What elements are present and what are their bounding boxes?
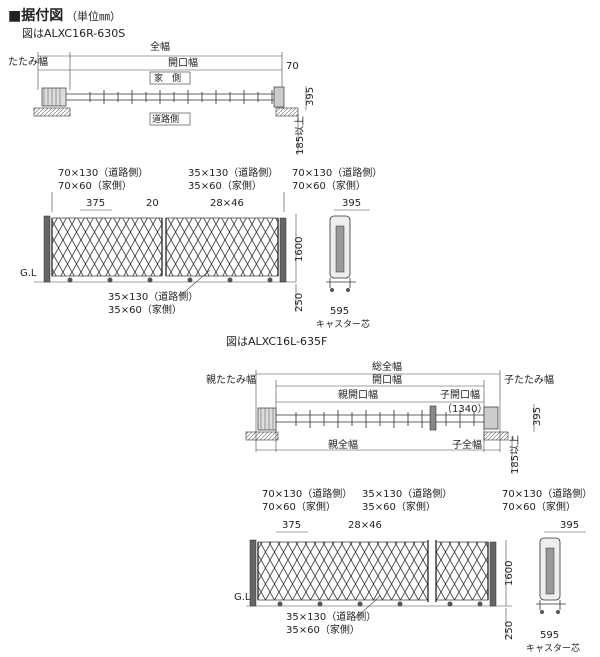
b-mid-road: 35×130（道路側）	[362, 487, 452, 500]
dim-soo-zen-haba: 総全幅	[372, 360, 402, 373]
dim-oya-kaiko: 親開口幅	[338, 388, 378, 401]
dim-ko-zen: 子全幅	[452, 438, 482, 451]
label-ie-gawa: 家 側	[154, 72, 181, 84]
page-title: ■据付図	[8, 7, 63, 24]
b-post1-house: 70×60（家側）	[262, 500, 336, 513]
dim-70: 70	[286, 61, 299, 72]
b-bottom-road: 35×130（道路側）	[286, 610, 376, 623]
dim-375: 375	[86, 198, 105, 209]
gl-label: G.L	[20, 268, 37, 279]
b-bottom-house: 35×60（家側）	[286, 623, 360, 636]
bottom-caption: 図はALXC16L-635F	[226, 335, 327, 348]
dim-20: 20	[146, 198, 159, 209]
dim-kaiko-haba-b: 開口幅	[372, 373, 402, 386]
b-post2-road: 70×130（道路側）	[502, 487, 592, 500]
side-595: 595	[330, 306, 349, 317]
bottom-house: 35×60（家側）	[108, 303, 182, 316]
top-plan-view: 全幅 たたみ幅 開口幅 70 家 側 道路側 395 185以上	[8, 40, 316, 155]
dim-zen-haba: 全幅	[150, 40, 170, 53]
dim-185: 185以上	[294, 116, 306, 155]
dim-1600: 1600	[294, 237, 305, 262]
dim-185-b: 185以上	[509, 435, 521, 474]
unit-label: （単位㎜）	[66, 9, 121, 23]
side-395: 395	[342, 198, 361, 209]
mid-road: 35×130（道路側）	[188, 166, 278, 179]
post1-house: 70×60（家側）	[58, 179, 132, 192]
bottom-elevation-view: 70×130（道路側） 70×60（家側） 35×130（道路側） 35×60（…	[234, 487, 592, 654]
dim-395-plan: 395	[305, 87, 316, 106]
bottom-road: 35×130（道路側）	[108, 290, 198, 303]
dim-395-plan-b: 395	[532, 407, 543, 426]
top-elevation-view: 70×130（道路側） 70×60（家側） 35×130（道路側） 35×60（…	[20, 166, 382, 330]
mid-house: 35×60（家側）	[188, 179, 262, 192]
b-post1-road: 70×130（道路側）	[262, 487, 352, 500]
dim-250: 250	[294, 293, 305, 312]
dim-tatami-haba: たたみ幅	[8, 55, 48, 68]
b-side-595: 595	[540, 630, 559, 641]
post2-house: 70×60（家側）	[292, 179, 366, 192]
top-caption: 図はALXC16R-630S	[22, 27, 125, 40]
dim-ko-kaiko: 子開口幅	[440, 388, 480, 401]
dim-28x46: 28×46	[210, 198, 244, 209]
b-side-395: 395	[560, 520, 579, 531]
dim-ko-tatami: 子たたみ幅	[504, 373, 554, 386]
post1-road: 70×130（道路側）	[58, 166, 148, 179]
dim-oya-zen: 親全幅	[328, 438, 358, 451]
b-post2-house: 70×60（家側）	[502, 500, 576, 513]
dim-kaiko-haba: 開口幅	[168, 56, 198, 69]
b-dim-250: 250	[504, 621, 515, 640]
bottom-plan-view: 総全幅 開口幅 親たたみ幅 子たたみ幅 親開口幅 子開口幅 （1340） 親全幅…	[206, 360, 554, 474]
label-doro-gawa: 道路側	[152, 113, 179, 125]
b-gl-label: G.L	[234, 592, 251, 603]
b-mid-house: 35×60（家側）	[362, 500, 436, 513]
b-dim-1600: 1600	[504, 561, 515, 586]
b-dim-28x46: 28×46	[348, 520, 382, 531]
caster-label: キャスター芯	[316, 318, 370, 330]
dim-1340: （1340）	[442, 403, 487, 415]
b-caster-label: キャスター芯	[526, 642, 580, 654]
dim-oya-tatami: 親たたみ幅	[206, 373, 256, 386]
post2-road: 70×130（道路側）	[292, 166, 382, 179]
b-dim-375: 375	[282, 520, 301, 531]
